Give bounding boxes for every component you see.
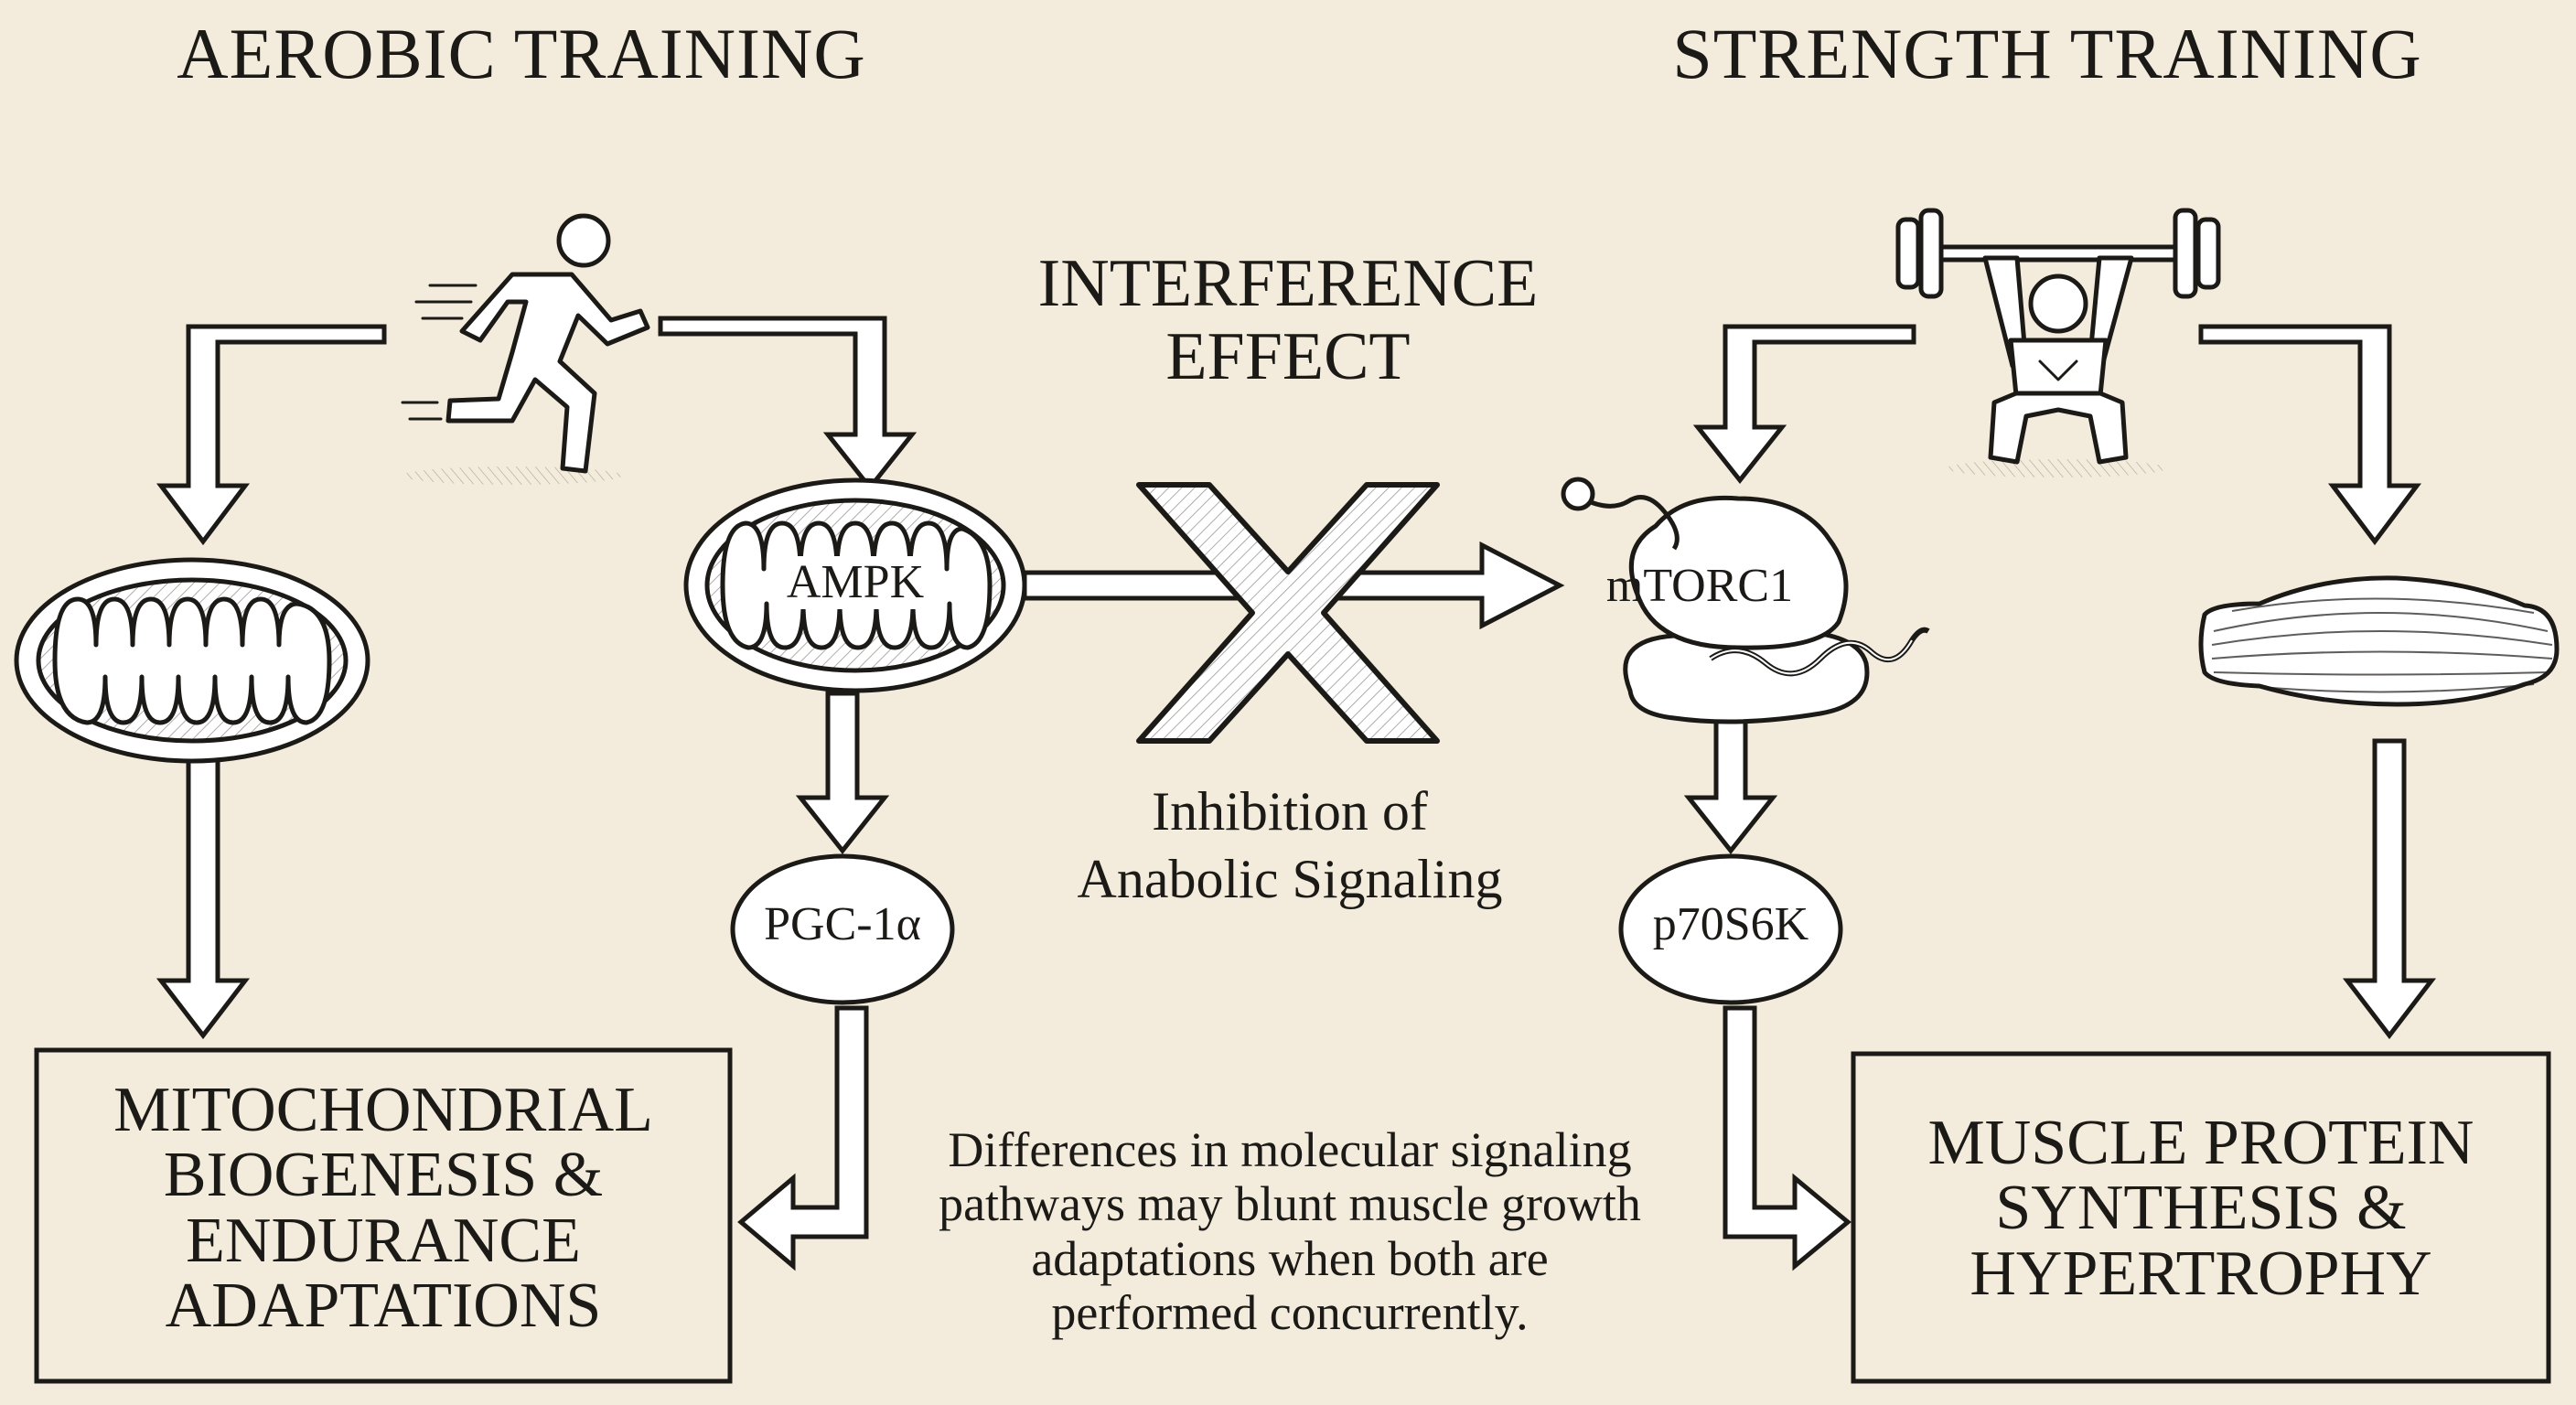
x-block-icon bbox=[1136, 482, 1440, 744]
outcome-box-aerobic: MITOCHONDRIAL BIOGENESIS & ENDURANCE ADA… bbox=[37, 1078, 730, 1339]
interference-title-line2: EFFECT bbox=[1165, 319, 1411, 394]
mtorc1-label: mTORC1 bbox=[1605, 560, 1794, 612]
arrow-pgc1a-to-outcome-left bbox=[737, 1005, 869, 1271]
p70s6k-node-shape bbox=[1618, 853, 1843, 1005]
arrow-muscle-to-outcome-right bbox=[2342, 738, 2437, 1040]
inhibition-line2: Anabolic Signaling bbox=[1077, 849, 1503, 909]
mtorc1-complex-icon bbox=[1561, 477, 1930, 724]
strength-outcome-line-1: MUSCLE PROTEIN bbox=[1927, 1108, 2474, 1178]
aerobic-outcome-line-4: ADAPTATIONS bbox=[165, 1271, 602, 1342]
aerobic-outcome-line-2: BIOGENESIS & bbox=[163, 1140, 604, 1211]
arrow-mtorc1-to-p70s6k bbox=[1683, 711, 1778, 855]
outcome-box-strength-shape bbox=[1851, 1051, 2551, 1384]
interference-title-line1: INTERFERENCE bbox=[1037, 246, 1539, 321]
arrow-lifter-to-mtorc1 bbox=[1692, 324, 1916, 485]
pgc1a-node-shape bbox=[730, 853, 955, 1005]
outcome-box-strength: MUSCLE PROTEIN SYNTHESIS & HYPERTROPHY bbox=[1853, 1108, 2549, 1309]
aerobic-outcome-line-3: ENDURANCE bbox=[186, 1205, 581, 1276]
arrow-mito-to-outcome-left bbox=[156, 756, 251, 1040]
note-line-1: Differences in molecular signaling bbox=[948, 1122, 1632, 1177]
strength-outcome-line-2: SYNTHESIS & bbox=[1995, 1173, 2407, 1244]
interference-note: Differences in molecular signaling pathw… bbox=[860, 1122, 1720, 1341]
aerobic-outcome-line-1: MITOCHONDRIAL bbox=[113, 1075, 653, 1145]
arrow-lifter-to-muscle bbox=[2198, 324, 2422, 546]
inhibition-line1: Inhibition of bbox=[1152, 781, 1428, 842]
note-line-2: pathways may blunt muscle growth bbox=[939, 1176, 1641, 1232]
aerobic-title: AEROBIC TRAINING bbox=[177, 14, 866, 93]
weightlifter-icon bbox=[1895, 208, 2221, 477]
note-line-4: performed concurrently. bbox=[1051, 1285, 1529, 1341]
pgc1a-label: PGC-1α bbox=[764, 898, 921, 950]
mitochondrion-icon-left bbox=[14, 557, 370, 764]
strength-outcome-line-3: HYPERTROPHY bbox=[1970, 1238, 2432, 1309]
arrow-runner-to-mito-left bbox=[156, 324, 387, 546]
p70s6k-label: p70S6K bbox=[1652, 898, 1809, 950]
muscle-fiber-icon bbox=[2198, 575, 2560, 707]
arrow-ampk-to-pgc1a bbox=[795, 691, 890, 855]
strength-title: STRENGTH TRAINING bbox=[1672, 14, 2422, 93]
arrow-runner-to-ampk bbox=[658, 316, 918, 492]
runner-icon bbox=[401, 213, 650, 485]
arrow-p70s6k-to-outcome-right bbox=[1723, 1005, 1852, 1271]
mitochondrion-icon-ampk bbox=[683, 477, 1027, 693]
note-line-3: adaptations when both are bbox=[1031, 1230, 1549, 1286]
outcome-box-aerobic-shape bbox=[34, 1047, 733, 1384]
ampk-label: AMPK bbox=[786, 556, 925, 608]
